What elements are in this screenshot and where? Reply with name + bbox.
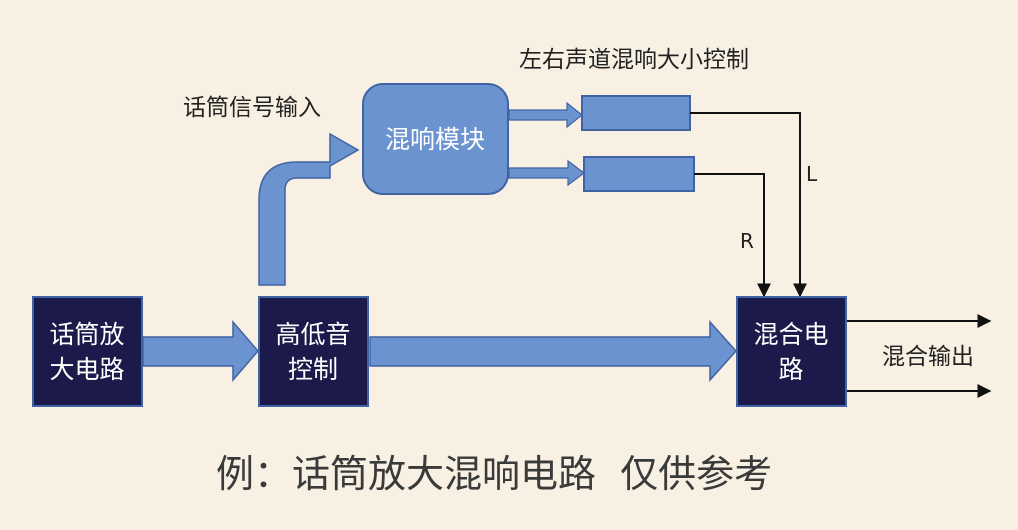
arrow-reverb-to-L-control: [508, 101, 583, 129]
mic-input-label: 话筒信号输入: [183, 95, 321, 121]
left-channel-control: [581, 95, 691, 131]
mixer-circuit-label-line2: 路: [778, 355, 803, 384]
reverb-module-box: [362, 83, 509, 195]
right-channel-control: [583, 156, 695, 192]
mic-amplifier-label-line1: 话筒放: [49, 320, 124, 349]
mic-amplifier-box: [32, 296, 143, 407]
tone-control-label-line2: 控制: [288, 355, 338, 384]
line-L-to-mixer: [690, 112, 807, 298]
arrow-amp-to-tone: [142, 319, 259, 383]
caption: 例：话筒放大混响电路 仅供参考: [216, 452, 772, 496]
channel-control-label: 左右声道混响大小控制: [519, 47, 749, 73]
arrow-tone-to-mixer: [369, 320, 738, 382]
tone-control-label-line1: 高低音: [275, 320, 350, 349]
mixer-circuit-label-line1: 混合电: [753, 320, 828, 349]
arrow-reverb-to-R-control: [508, 159, 585, 187]
mix-output-label: 混合输出: [882, 344, 974, 370]
mixer-circuit-box: [736, 296, 847, 407]
tone-control-box: [258, 296, 369, 407]
channel-L-label: L: [806, 162, 818, 186]
arrow-mic-input: [258, 132, 360, 286]
channel-R-label: R: [740, 229, 754, 253]
line-R-to-mixer: [694, 173, 771, 298]
reverb-module-label: 混响模块: [385, 125, 485, 154]
mic-amplifier-label-line2: 大电路: [49, 355, 124, 384]
